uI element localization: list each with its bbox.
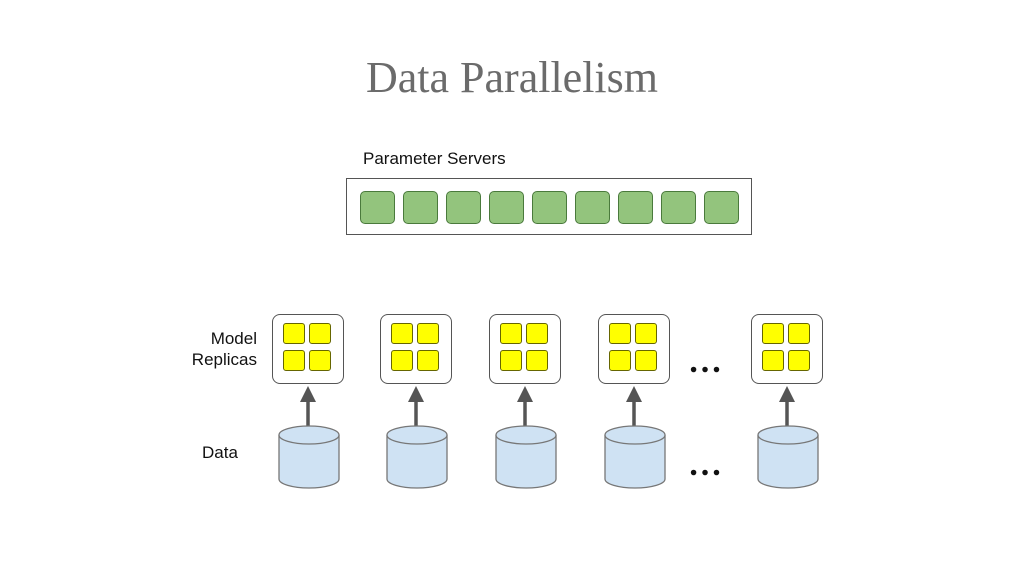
cylinder-icon (757, 425, 819, 489)
parameter-servers-box (346, 178, 752, 235)
data-label: Data (202, 443, 238, 462)
parameter-shard (446, 191, 481, 224)
data-ellipsis: … (688, 446, 723, 483)
model-parameter (609, 323, 631, 344)
model-parameter (526, 323, 548, 344)
parameter-shard (489, 191, 524, 224)
model-parameter (762, 323, 784, 344)
model-parameter (309, 323, 331, 344)
model-parameter (762, 350, 784, 371)
model-replica (380, 314, 452, 384)
model-replicas-label: Model Replicas (182, 328, 257, 371)
parameter-shard (661, 191, 696, 224)
parameter-servers-label: Parameter Servers (363, 149, 506, 168)
model-replica (489, 314, 561, 384)
model-parameter (417, 323, 439, 344)
model-replica (598, 314, 670, 384)
model-parameter (283, 323, 305, 344)
model-parameter (609, 350, 631, 371)
cylinder-icon (278, 425, 340, 489)
replica-ellipsis: … (688, 343, 723, 380)
model-parameter (500, 323, 522, 344)
model-parameter (391, 323, 413, 344)
model-parameter (309, 350, 331, 371)
parameter-shard (704, 191, 739, 224)
model-parameter (635, 350, 657, 371)
model-replica (272, 314, 344, 384)
model-parameter (526, 350, 548, 371)
model-replica (751, 314, 823, 384)
model-parameter (500, 350, 522, 371)
parameter-shard (532, 191, 567, 224)
model-parameter (283, 350, 305, 371)
cylinder-icon (386, 425, 448, 489)
cylinder-icon (604, 425, 666, 489)
slide-title: Data Parallelism (365, 53, 658, 102)
parameter-shard (403, 191, 438, 224)
model-parameter (391, 350, 413, 371)
model-parameter (788, 323, 810, 344)
parameter-shard (618, 191, 653, 224)
model-replicas-label-text: Model Replicas (191, 329, 257, 370)
parameter-shard (575, 191, 610, 224)
model-parameter (635, 323, 657, 344)
cylinder-icon (495, 425, 557, 489)
model-parameter (417, 350, 439, 371)
parameter-shard (360, 191, 395, 224)
model-parameter (788, 350, 810, 371)
